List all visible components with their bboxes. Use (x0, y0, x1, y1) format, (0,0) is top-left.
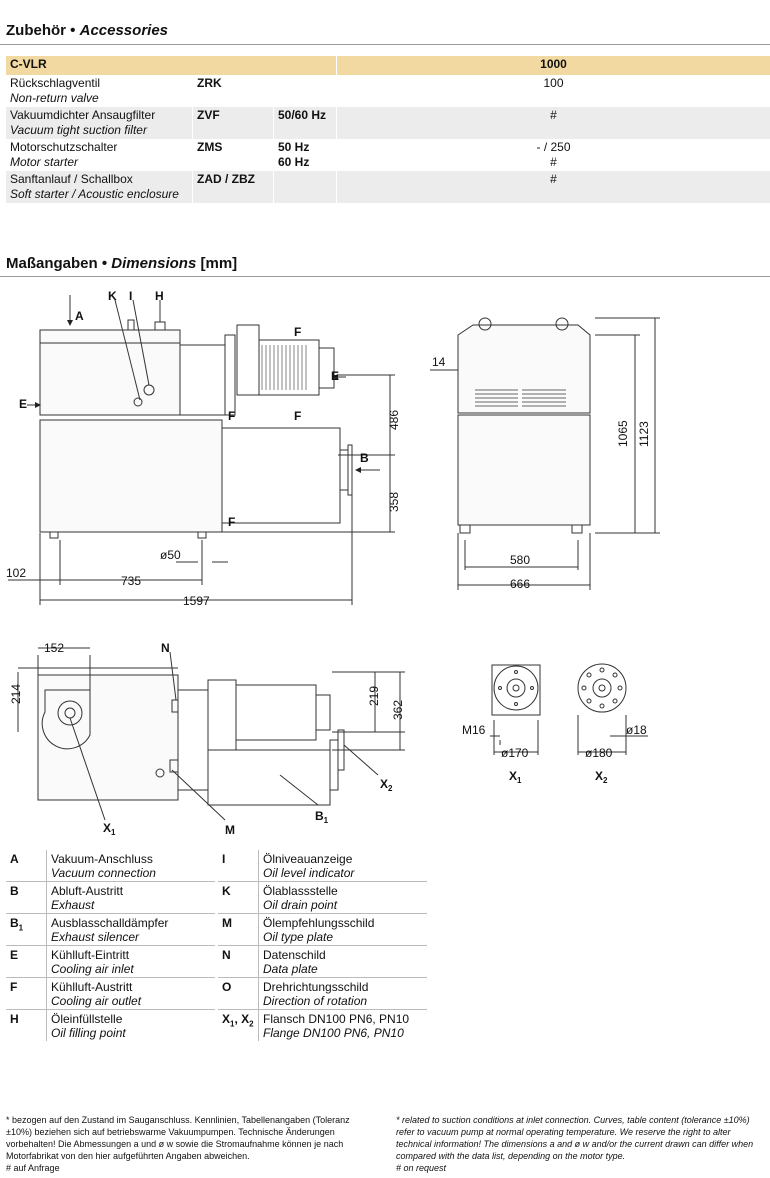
side-view (430, 317, 660, 590)
label-e-left: E (19, 397, 27, 411)
dim-m16: M16 (462, 723, 486, 737)
dim-1065: 1065 (616, 420, 630, 447)
dim-219: 219 (367, 686, 381, 706)
label-i: I (129, 289, 132, 303)
dim-358: 358 (387, 492, 401, 512)
dim-d18: ø18 (626, 723, 647, 737)
dim-1123: 1123 (637, 421, 651, 447)
dim-735: 735 (121, 574, 141, 588)
dim-d50: ø50 (160, 548, 181, 562)
label-f-top: F (294, 325, 301, 339)
footnote-en: * related to suction conditions at inlet… (396, 1115, 754, 1173)
dim-362: 362 (391, 700, 405, 720)
label-a: A (75, 309, 84, 323)
label-e-right: E (331, 369, 339, 383)
dim-580: 580 (510, 553, 530, 567)
top-view (17, 647, 405, 821)
label-h: H (155, 289, 164, 303)
dimensions-rule (0, 276, 770, 277)
flange-x1 (490, 664, 541, 755)
footnote-de: * bezogen auf den Zustand im Sauganschlu… (6, 1115, 350, 1173)
dim-666: 666 (510, 577, 530, 591)
label-f-bottom: F (228, 515, 235, 529)
dim-d170: ø170 (501, 746, 529, 760)
dim-152: 152 (44, 641, 64, 655)
dim-102: 102 (6, 566, 26, 580)
dim-486: 486 (387, 410, 401, 430)
label-x1-top: X1 (103, 821, 116, 837)
label-b: B (360, 451, 369, 465)
dim-1597: 1597 (183, 594, 210, 608)
model-label: C-VLR (6, 56, 337, 75)
label-b1: B1 (315, 809, 329, 825)
label-x2: X2 (595, 769, 608, 785)
front-view (8, 295, 395, 605)
flange-x2 (577, 663, 648, 755)
label-x1: X1 (509, 769, 522, 785)
label-f-mid: F (294, 409, 301, 423)
label-x2-top: X2 (380, 777, 393, 793)
accessories-header-row: C-VLR 1000 (6, 56, 770, 75)
label-n: N (161, 641, 170, 655)
label-m: M (225, 823, 235, 837)
accessories-title: Zubehör • Accessories (6, 22, 169, 39)
dim-214: 214 (9, 684, 23, 704)
size-label: 1000 (336, 56, 770, 75)
accessories-rule (0, 44, 770, 45)
dim-d180: ø180 (585, 746, 613, 760)
dimension-drawing: A K I H E E F F F F B 486 358 ø50 102 73… (6, 289, 660, 837)
label-f-left: F (228, 409, 235, 423)
dim-14: 14 (432, 355, 446, 369)
label-k: K (108, 289, 117, 303)
dimensions-title: Maßangaben • Dimensions [mm] (6, 255, 238, 272)
